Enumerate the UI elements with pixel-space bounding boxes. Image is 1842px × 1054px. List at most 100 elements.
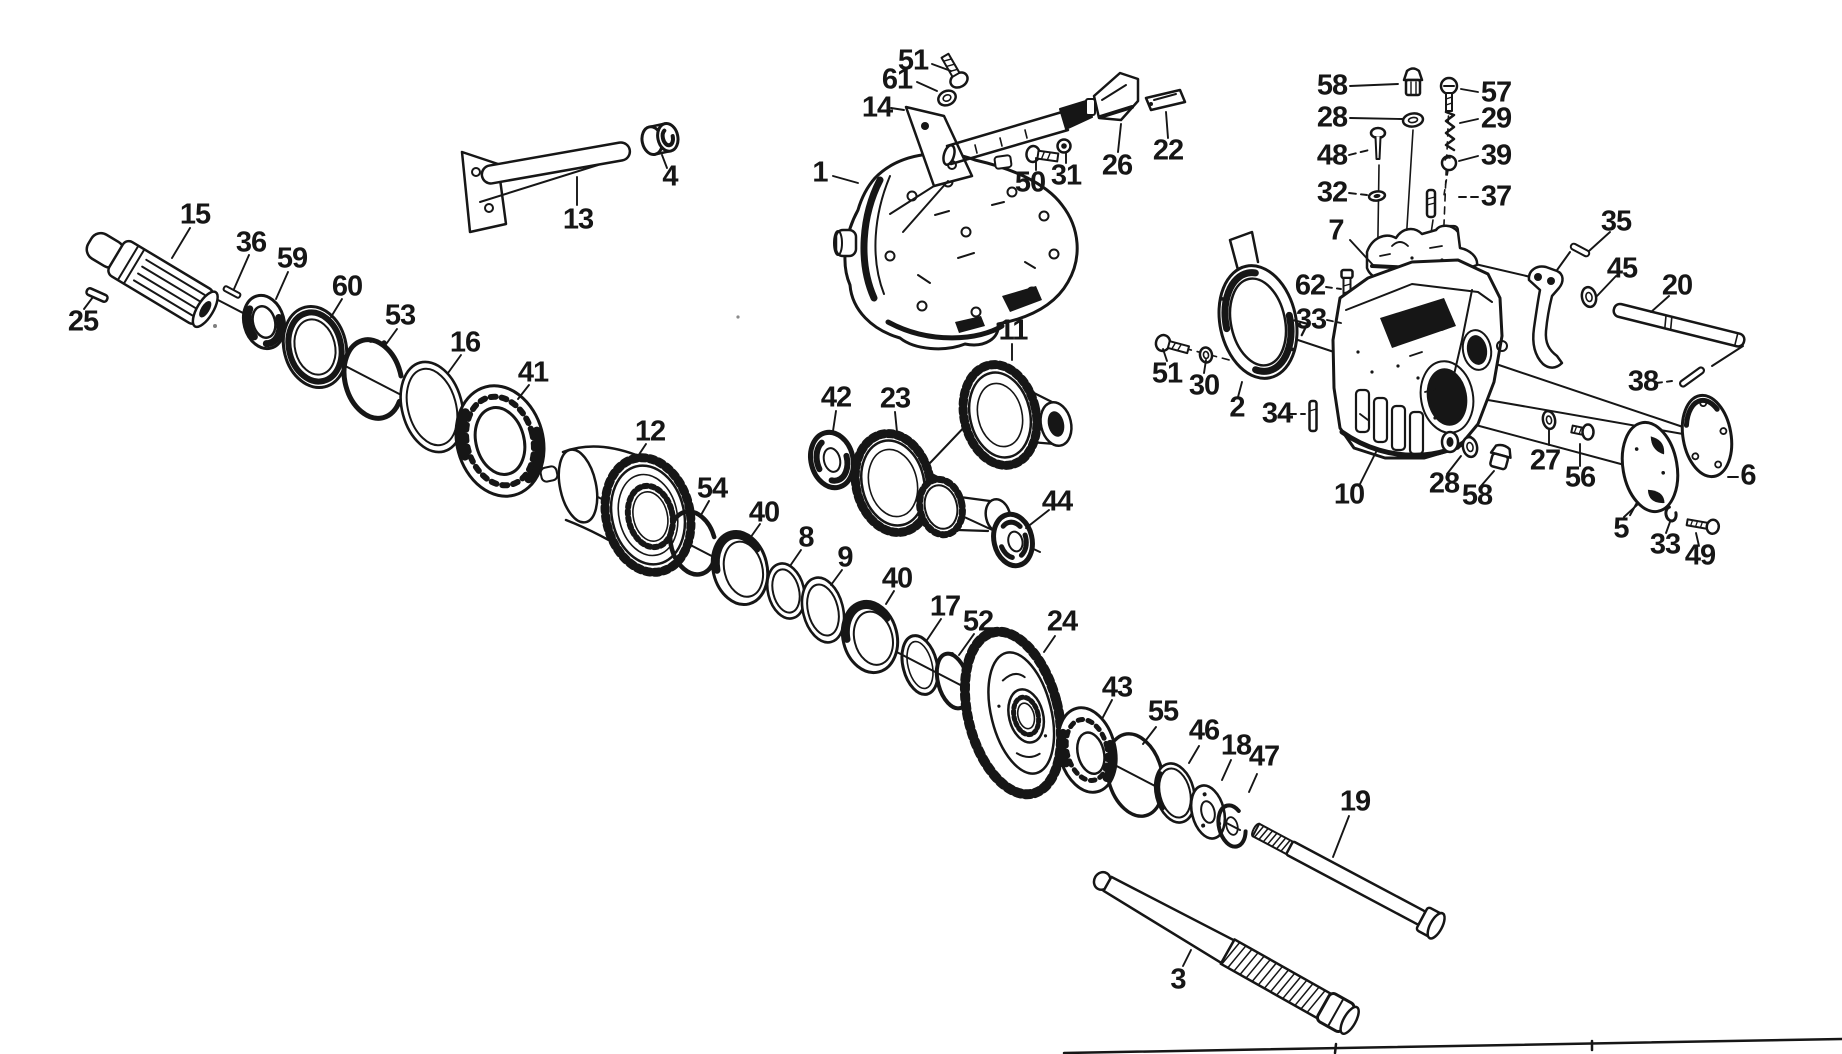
part-callout-47: 47	[1248, 740, 1280, 773]
part-1-gearbox-assembly	[833, 146, 1079, 351]
part-callout-10: 10	[1333, 478, 1365, 511]
part-44-bearing	[991, 511, 1035, 569]
part-3-screw-shaft	[1092, 870, 1360, 1036]
part-4-bushing	[640, 121, 680, 157]
part-callout-23: 23	[879, 382, 911, 415]
part-callout-15: 15	[179, 198, 211, 231]
part-callout-40: 40	[748, 496, 780, 529]
part-36-pin	[222, 285, 242, 299]
part-10-main-housing	[1331, 258, 1508, 460]
part-58-plug-bottom	[1489, 443, 1512, 471]
part-callout-32: 32	[1316, 176, 1348, 209]
part-callout-30: 30	[1188, 369, 1220, 402]
part-51-bolt-left	[1154, 333, 1191, 355]
part-callout-27: 27	[1529, 444, 1561, 477]
part-59-oil-seal	[241, 293, 287, 351]
part-callout-55: 55	[1147, 695, 1179, 728]
part-40-bushing-front	[710, 530, 770, 606]
part-35-pin	[1569, 242, 1591, 258]
part-callout-3: 3	[1170, 963, 1186, 996]
part-callout-52: 52	[962, 605, 994, 638]
part-callout-45: 45	[1606, 252, 1638, 285]
part-callout-40-2: 40	[881, 562, 913, 595]
leader-lines	[83, 63, 1739, 967]
part-callout-28: 28	[1316, 101, 1348, 134]
part-11-gear	[958, 360, 1073, 470]
part-callout-18: 18	[1220, 729, 1252, 762]
part-30-washer	[1198, 346, 1214, 364]
part-callout-25: 25	[67, 305, 99, 338]
part-callout-5: 5	[1613, 512, 1629, 545]
part-8-ring	[765, 562, 807, 620]
part-52-snap-ring	[934, 651, 972, 711]
part-callout-24: 24	[1046, 605, 1078, 638]
part-22-strap	[1144, 88, 1187, 112]
part-callout-22: 22	[1152, 134, 1184, 167]
part-28-washer-bottom	[1461, 435, 1479, 459]
part-23-cluster-gear	[850, 429, 1012, 539]
part-callout-49: 49	[1684, 539, 1716, 572]
part-29-spring	[1444, 110, 1456, 152]
part-9-ring	[800, 576, 846, 644]
part-25-key	[85, 287, 109, 303]
part-32-washer	[1367, 190, 1387, 202]
part-callout-51: 51	[897, 44, 929, 77]
part-callout-26: 26	[1101, 149, 1133, 182]
part-callout-19: 19	[1339, 785, 1371, 818]
part-callout-2: 2	[1229, 391, 1245, 424]
part-43-bearing	[1056, 706, 1118, 794]
part-56-screw	[1570, 423, 1595, 441]
part-callout-28-2: 28	[1428, 467, 1460, 500]
part-callout-31: 31	[1050, 159, 1082, 192]
part-callout-8: 8	[798, 521, 814, 554]
part-callout-50: 50	[1014, 166, 1046, 199]
part-callout-34: 34	[1261, 397, 1293, 430]
part-57-detent-bolt	[1439, 76, 1459, 112]
part-27-washer	[1541, 409, 1557, 431]
part-47-lock-washer	[1216, 803, 1248, 849]
part-callout-48: 48	[1316, 139, 1348, 172]
part-callout-13: 13	[562, 203, 594, 236]
part-28-washer-top	[1401, 112, 1425, 128]
part-callout-53: 53	[384, 299, 416, 332]
part-61-washer-top	[937, 89, 957, 107]
part-callout-16: 16	[449, 326, 481, 359]
part-51-bolt-top	[940, 52, 969, 89]
part-callout-44: 44	[1041, 485, 1073, 518]
part-callout-42: 42	[820, 381, 852, 414]
part-callout-41: 41	[517, 356, 549, 389]
part-callout-60: 60	[331, 270, 363, 303]
part-callout-51-2: 51	[1151, 357, 1183, 390]
part-48-screw	[1369, 126, 1387, 160]
part-39-ball	[1440, 154, 1458, 172]
part-callout-62: 62	[1294, 269, 1326, 302]
part-callout-54: 54	[696, 472, 728, 505]
part-54-snap-ring	[667, 509, 719, 577]
part-callout-46: 46	[1188, 714, 1220, 747]
part-callout-33: 33	[1295, 303, 1327, 336]
part-13-handle-rod	[460, 141, 632, 234]
part-callout-12: 12	[634, 415, 666, 448]
part-callout-33-2: 33	[1649, 528, 1681, 561]
part-callout-4: 4	[662, 160, 678, 193]
part-26-shaft-and-bracket	[942, 71, 1140, 166]
part-callout-43: 43	[1101, 671, 1133, 704]
part-14-bracket-plate	[889, 105, 974, 233]
part-15-input-shaft	[85, 231, 219, 329]
part-40-bushing-rear	[840, 599, 900, 675]
part-16-ring	[399, 360, 465, 454]
part-callout-38: 38	[1627, 365, 1659, 398]
part-callout-36: 36	[235, 226, 267, 259]
part-callout-17: 17	[929, 590, 961, 623]
part-callout-7: 7	[1328, 214, 1344, 247]
part-callout-58-2: 58	[1461, 479, 1493, 512]
part-37-pin	[1425, 188, 1437, 219]
part-callout-59: 59	[276, 242, 308, 275]
part-shift-fork	[1527, 265, 1564, 369]
part-41-bearing	[454, 384, 546, 498]
part-46-ring	[1153, 762, 1197, 824]
part-19-bolt	[1251, 822, 1446, 940]
part-33-washer-right	[1664, 505, 1678, 523]
part-60-ring	[281, 305, 349, 389]
